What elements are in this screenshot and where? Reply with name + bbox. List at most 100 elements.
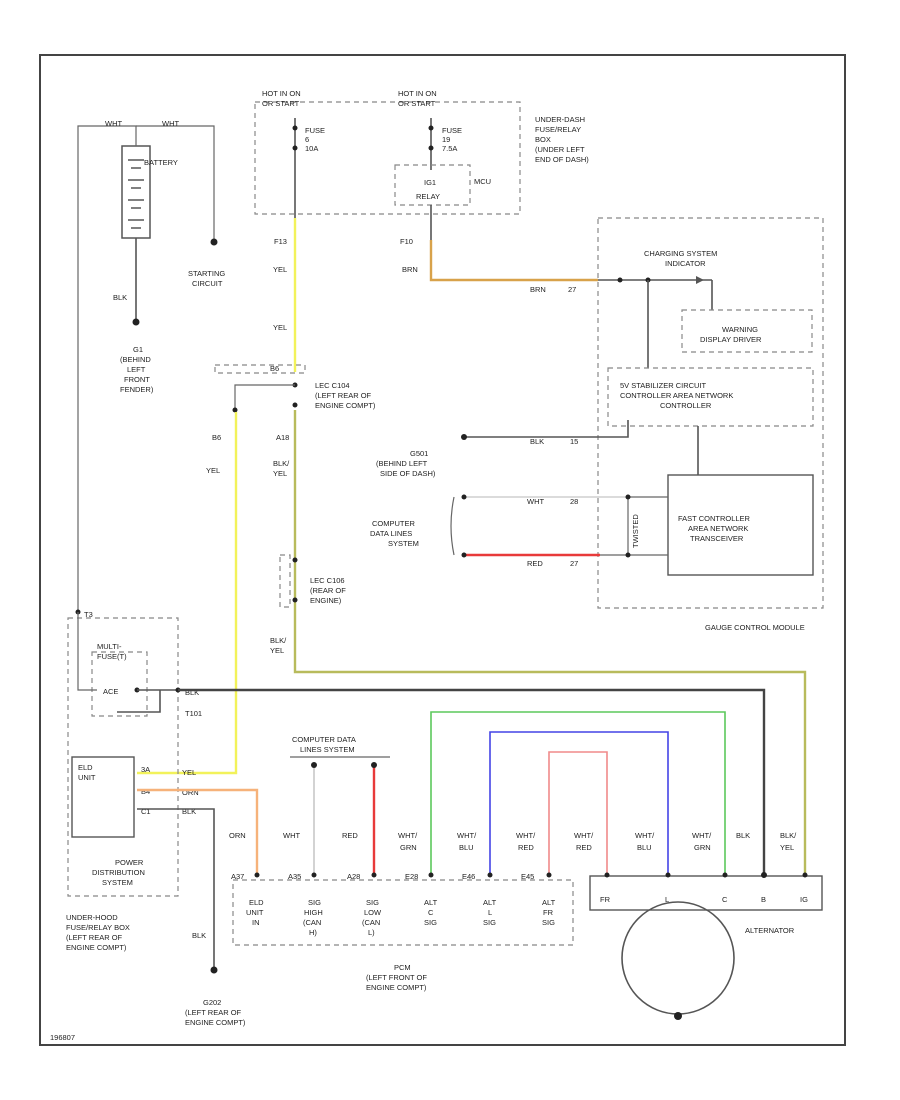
led-indicator-icon (696, 276, 704, 284)
c104-b-pin: B6 (270, 364, 279, 373)
blk-wire-to-alternator-b (178, 688, 766, 875)
brn-label-1: BRN (402, 265, 418, 274)
blk-wire-to-g202 (137, 808, 215, 968)
multi-fuse-loop (117, 690, 161, 713)
stabilizer-circuit (607, 367, 814, 427)
twisted-label: TWISTED (631, 514, 640, 548)
eld-blk-pin: C1 (141, 807, 151, 816)
under-hood-fuse-box (67, 617, 179, 897)
blk-yel-label-1: BLK/YEL (273, 459, 290, 478)
alt-l-label: L (665, 895, 669, 904)
f13-pin: F13 (274, 237, 287, 246)
yel-wire-to-eld (137, 412, 238, 775)
alternator-connector (589, 875, 823, 911)
wht-blu-label-2: WHT/BLU (635, 831, 655, 852)
pcm-pin-3: A28 (347, 872, 360, 881)
warning-display-driver (681, 309, 813, 353)
alt-l-terminal (665, 872, 671, 878)
blk-yel-label-c106: BLK/YEL (270, 636, 287, 655)
g1-ground-terminal (132, 318, 140, 326)
alt-ig-label: IG (800, 895, 808, 904)
c106-connector (279, 554, 291, 608)
alt-c-label: C (722, 895, 728, 904)
c104-connector (214, 364, 306, 374)
fuse-6-upper-terminal (292, 125, 298, 131)
pcm-a35-terminal (311, 872, 317, 878)
brn-pin: 27 (568, 285, 576, 294)
blk-g501-label: BLK (530, 437, 544, 446)
starting-circuit-terminal (210, 238, 218, 246)
indicator-node-a (617, 277, 623, 283)
wht-data-terminal (311, 762, 317, 768)
red-wire-label: RED (342, 831, 358, 840)
eld-blk-label: BLK (182, 807, 196, 816)
blk-g202-label: BLK (192, 931, 206, 940)
pcm-e46-terminal (487, 872, 493, 878)
c106-upper-terminal (292, 557, 298, 563)
fuse-19-upper-terminal (428, 125, 434, 131)
multi-fuse-label: MULTI-FUSE(T) (97, 642, 127, 661)
wht-red-label-2: WHT/RED (574, 831, 594, 852)
orn-wire-to-pcm (137, 788, 259, 875)
ig1-relay (394, 164, 471, 206)
ace-fuse-label: ACE (103, 687, 118, 696)
alt-ig-terminal (802, 872, 808, 878)
red-data-terminal (371, 762, 377, 768)
battery-wht-wire-right (136, 125, 215, 240)
wht-grn-label-2: WHT/GRN (692, 831, 712, 852)
yel-label-1: YEL (273, 265, 287, 274)
c104-label: LEC C104(LEFT REAR OF ENGINE COMPT) (315, 381, 376, 410)
pcm-module (232, 879, 574, 946)
g501-label: G501(BEHIND LEFT SIDE OF DASH) (376, 449, 436, 478)
alt-b-terminal (761, 872, 767, 878)
alt-fr-terminal (604, 872, 610, 878)
fuse-6-lower-terminal (292, 145, 298, 151)
diagram-code: 196807 (50, 1033, 75, 1042)
can-high-terminal (461, 494, 467, 500)
a18-pin: A18 (276, 433, 289, 442)
can-low-node (625, 552, 631, 558)
alternator-icon (621, 901, 735, 1020)
c106-lower-terminal (292, 597, 298, 603)
blk-g501-pin: 15 (570, 437, 578, 446)
b6-pin: B6 (212, 433, 221, 442)
wht-can-label: WHT (527, 497, 544, 506)
red-can-label: RED (527, 559, 543, 568)
wht-red-wire (548, 751, 608, 875)
f10-pin: F10 (400, 237, 413, 246)
can-twist-wire (600, 496, 668, 556)
mcu-label: MCU (474, 177, 491, 186)
wht-label-a: WHT (105, 119, 122, 128)
g202-ground-terminal (210, 966, 218, 974)
alt-c-terminal (722, 872, 728, 878)
wht-label-b: WHT (162, 119, 179, 128)
alternator-label: ALTERNATOR (745, 926, 795, 935)
t3-pin: T3 (84, 610, 93, 619)
eld-unit (71, 756, 135, 838)
under-dash-fuse-box (254, 101, 521, 215)
battery-wht-wire-left (77, 125, 137, 612)
c104-branch-terminal (232, 407, 238, 413)
c104-branch-wire (234, 384, 295, 410)
pcm-e45-terminal (546, 872, 552, 878)
multi-fuse (91, 651, 148, 717)
fast-can-transceiver (667, 474, 814, 576)
yel-label-2: YEL (273, 323, 287, 332)
c106-label: LEC C106(REAR OF ENGINE) (310, 576, 348, 605)
pcm-pin-2: A35 (288, 872, 301, 881)
wht-grn-wire (430, 711, 726, 875)
pcm-a28-terminal (371, 872, 377, 878)
